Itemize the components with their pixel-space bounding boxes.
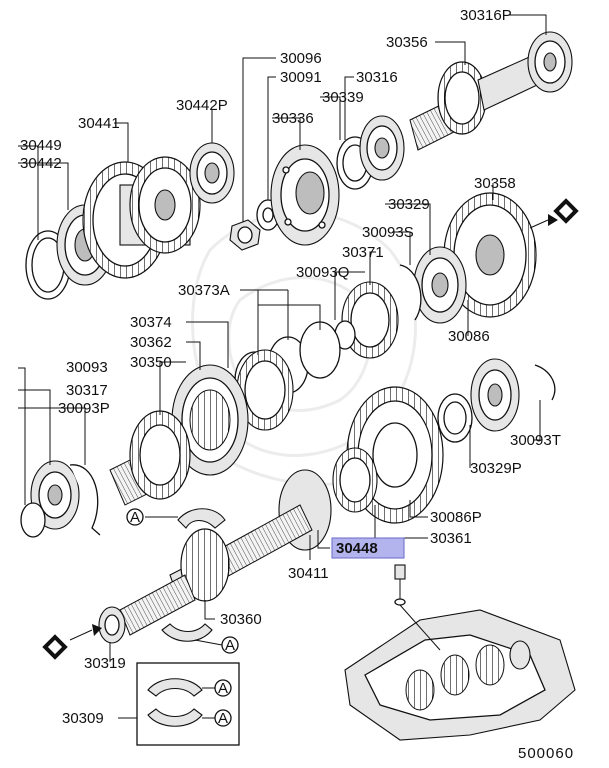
callout-30086[interactable]: 30086	[448, 328, 490, 345]
tag-a-1: A	[126, 508, 144, 526]
callout-30360[interactable]: 30360	[220, 611, 262, 628]
callout-30329[interactable]: 30329	[388, 196, 430, 213]
callout-30441[interactable]: 30441	[78, 115, 120, 132]
arrow-marker-right	[529, 198, 579, 229]
bearing-30442P	[189, 142, 235, 204]
callout-labels: 30316P 30356 30096 30091 30316 30339 304…	[20, 7, 574, 762]
callout-30356[interactable]: 30356	[386, 34, 428, 51]
callout-30339[interactable]: 30339	[322, 89, 364, 106]
snap-ring-30093S	[399, 264, 422, 321]
snap-ring-30093	[20, 502, 46, 538]
callout-30374[interactable]: 30374	[130, 314, 172, 331]
svg-text:A: A	[218, 710, 228, 727]
callout-30309[interactable]: 30309	[62, 710, 104, 727]
tag-a-3: A	[214, 679, 232, 697]
flange-30336	[270, 144, 340, 246]
callout-30358[interactable]: 30358	[474, 175, 516, 192]
svg-text:A: A	[218, 680, 228, 697]
callout-30319[interactable]: 30319	[84, 655, 126, 672]
needle-bearing-30319	[98, 606, 126, 644]
gear-30441	[82, 156, 201, 279]
callout-30086P[interactable]: 30086P	[430, 509, 482, 526]
callout-30093P[interactable]: 30093P	[58, 400, 110, 417]
callout-30096[interactable]: 30096	[280, 50, 322, 67]
callout-30361[interactable]: 30361	[430, 530, 472, 547]
callout-30316P[interactable]: 30316P	[460, 7, 512, 24]
callout-30093Q[interactable]: 30093Q	[296, 264, 349, 281]
footer-code: 500060	[518, 745, 574, 762]
washer-30086	[437, 393, 473, 443]
callout-30093[interactable]: 30093	[66, 359, 108, 376]
callout-30093T[interactable]: 30093T	[510, 432, 561, 449]
callout-30093S[interactable]: 30093S	[362, 224, 414, 241]
bearing-30329	[413, 246, 467, 324]
gear-30350	[109, 410, 191, 506]
bearing-30316	[359, 115, 405, 181]
clip-30093P	[69, 464, 101, 536]
hub-30362	[171, 364, 249, 476]
transmission-assembly-inset	[344, 564, 576, 741]
gear-30358	[443, 192, 537, 318]
callout-30336[interactable]: 30336	[272, 110, 314, 127]
callout-30449[interactable]: 30449	[20, 137, 62, 154]
callout-30350[interactable]: 30350	[130, 354, 172, 371]
sleeve-30374	[236, 349, 294, 431]
callout-30411[interactable]: 30411	[288, 565, 329, 582]
callout-30373A[interactable]: 30373A	[178, 282, 230, 299]
synchro-30371	[341, 281, 399, 359]
bearing-half-upper	[177, 508, 226, 529]
highlight-30448	[331, 537, 405, 559]
callout-30442P[interactable]: 30442P	[176, 97, 228, 114]
callout-30371[interactable]: 30371	[342, 244, 384, 261]
callout-30362[interactable]: 30362	[130, 334, 172, 351]
svg-text:A: A	[130, 509, 140, 526]
arrow-marker-left	[42, 624, 102, 660]
bearing-30316P	[527, 31, 573, 93]
snap-ring-30093T	[534, 364, 556, 401]
callout-30448[interactable]: 30448	[336, 540, 378, 557]
nut-30096	[229, 219, 261, 251]
tag-a-2: A	[221, 636, 239, 654]
callout-30329P[interactable]: 30329P	[470, 460, 522, 477]
bearing-halves-30309-box	[136, 662, 240, 746]
tag-a-4: A	[214, 709, 232, 727]
bearing-30329P	[470, 358, 520, 432]
callout-30317[interactable]: 30317	[66, 382, 108, 399]
bearing-half-30360	[161, 623, 213, 642]
bearing-30448	[332, 447, 378, 513]
callout-30091[interactable]: 30091	[280, 69, 322, 86]
callout-30316[interactable]: 30316	[356, 69, 398, 86]
svg-text:A: A	[225, 637, 235, 654]
callout-30442[interactable]: 30442	[20, 155, 62, 172]
